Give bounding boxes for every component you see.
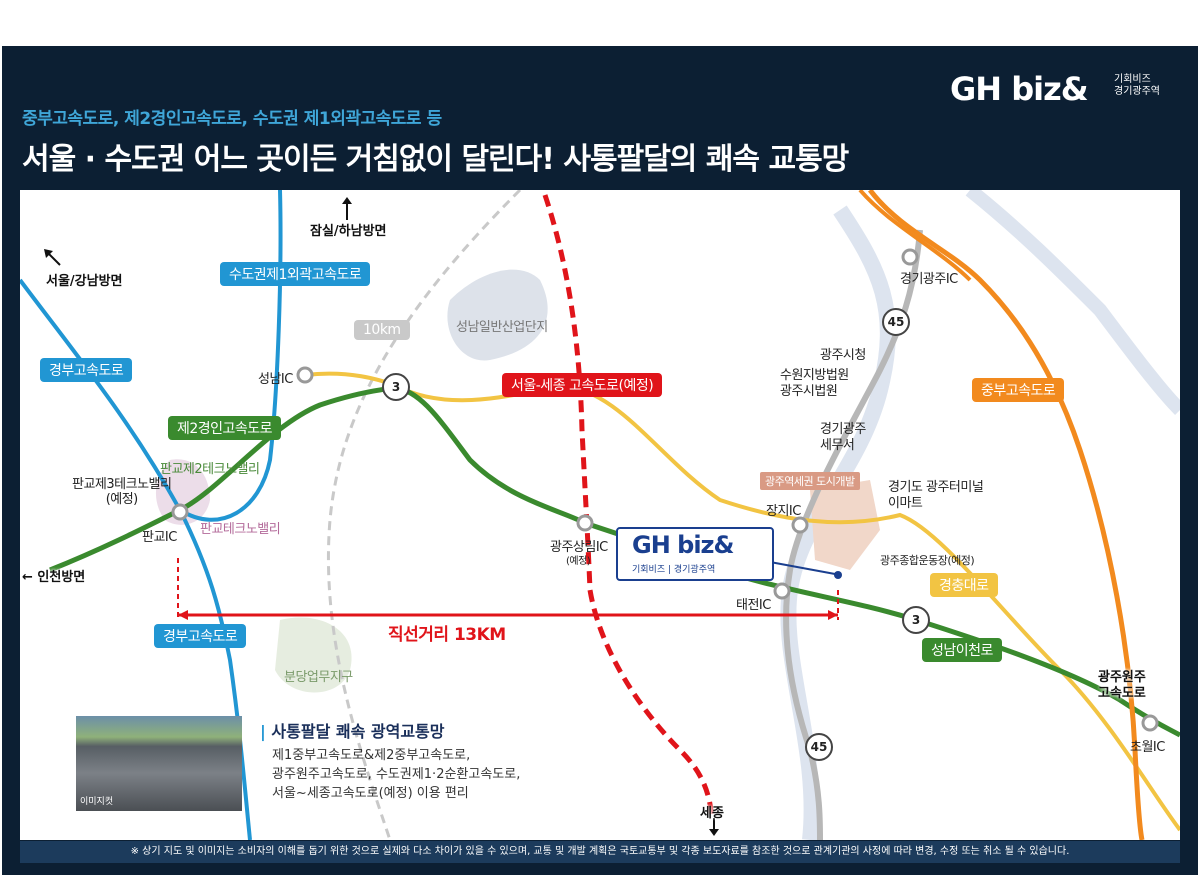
road-label-gyeongbu-bottom: 경부고속도로: [154, 624, 247, 648]
direction-gwangju-wonju-line1: 광주원주: [1098, 670, 1146, 685]
direction-incheon: ← 인천방면: [22, 570, 86, 585]
info-title-text: 사통팔달 쾌속 광역교통망: [271, 722, 445, 741]
label-gwangju-city-hall: 광주시청: [820, 348, 866, 363]
station-area: [810, 480, 880, 570]
label-gyeonggi-gwangju-ic: 경기광주IC: [900, 272, 958, 287]
direction-incheon-label: 인천방면: [37, 570, 86, 585]
logo-text: GH biz&: [950, 70, 1089, 108]
label-tax-office: 경기광주 세무서: [820, 422, 866, 454]
ic-marker-pangyo: [171, 503, 189, 521]
label-pangyo3-line2: (예정): [105, 492, 139, 507]
site-bubble: GH biz& 기회비즈 | 경기광주역: [616, 527, 774, 581]
label-gwangju-sangnim: 광주상림IC: [550, 540, 608, 555]
direction-seoul: 서울/강남방면: [46, 274, 123, 289]
bundang-area: [275, 617, 352, 693]
logo-subtext: 기회비즈 경기광주역: [1114, 74, 1160, 98]
label-terminal: 경기도 광주터미널 이마트: [888, 480, 984, 512]
logo-sub-line2: 경기광주역: [1114, 86, 1160, 97]
label-taejeon-ic: 태전IC: [736, 598, 771, 613]
label-seongnam-industrial: 성남일반산업단지: [456, 320, 548, 335]
label-gwangju-sangnim-note: (예정): [566, 556, 591, 567]
label-pangyo-ic: 판교IC: [142, 530, 177, 545]
label-bundang: 분당업무지구: [284, 670, 353, 685]
pangyo-area: [155, 459, 210, 525]
info-title: | 사통팔달 쾌속 광역교통망: [260, 722, 445, 741]
brand-logo: GH biz& 기회비즈 경기광주역: [950, 70, 1160, 108]
direction-gwangju-wonju: 광주원주 고속도로: [1098, 670, 1146, 702]
disclaimer-footer: ※ 상기 지도 및 이미지는 소비자의 이해를 돕기 위한 것으로 실제와 다소…: [20, 841, 1180, 863]
road-jungbu: [868, 190, 1145, 840]
label-tax-line1: 경기광주: [820, 422, 866, 437]
site-marker: [834, 571, 842, 579]
road-seoul-sejong: [542, 194, 715, 821]
road-number-45-top: 45: [882, 308, 910, 336]
industrial-area: [447, 269, 548, 361]
bubble-sub: 기회비즈 | 경기광주역: [632, 565, 716, 575]
ic-marker-sangnim: [576, 514, 594, 532]
highway-photo: 이미지컷: [76, 716, 242, 811]
arrow-sejong-icon: [709, 818, 719, 836]
road-label-gyeongchung: 경충대로: [930, 573, 998, 597]
photo-caption: 이미지컷: [80, 797, 114, 807]
road-number-45-bottom: 45: [805, 733, 833, 761]
logo-sub-line1: 기회비즈: [1114, 74, 1151, 85]
label-jangji-ic: 장지IC: [766, 504, 801, 519]
road-second-gyeongin: [49, 385, 1180, 738]
header-subtitle: 중부고속도로, 제2경인고속도로, 수도권 제1외곽고속도로 등: [22, 109, 442, 129]
arrow-seoul-icon: [44, 249, 61, 266]
river-upper: [965, 190, 1180, 415]
info-line3: 서울~세종고속도로(예정) 이용 편리: [272, 786, 469, 801]
road-label-gyeongbu-top: 경부고속도로: [40, 358, 133, 382]
radius-10km: [326, 190, 522, 840]
label-court-line2: 광주시법원: [780, 384, 838, 399]
bubble-brand: GH biz&: [632, 531, 734, 559]
ic-marker-taejeon: [773, 582, 791, 600]
distance-bar-line: [177, 558, 839, 620]
road-label-seongnam-icheon: 성남이천로: [922, 638, 1002, 662]
label-court: 수원지방법원 광주시법원: [780, 368, 849, 400]
direction-sejong: 세종: [700, 806, 724, 821]
ic-marker-chowol: [1141, 714, 1159, 732]
label-terminal-line1: 경기도 광주터미널: [888, 480, 984, 495]
info-line1: 제1중부고속도로&제2중부고속도로,: [272, 748, 471, 763]
info-body: 제1중부고속도로&제2중부고속도로, 광주원주고속도로, 수도권제1·2순환고속…: [272, 746, 520, 803]
road-label-seoul-sejong: 서울-세종 고속도로(예정): [502, 373, 663, 397]
road-label-second-gyeongin: 제2경인고속도로: [168, 416, 282, 440]
road-number-3-top: 3: [382, 373, 410, 401]
direction-gwangju-wonju-line2: 고속도로: [1098, 686, 1146, 701]
label-chowol-ic: 초월IC: [1130, 740, 1165, 755]
bubble-pointer: [769, 561, 836, 575]
distance-label: 직선거리 13KM: [388, 625, 506, 645]
header-title: 서울 · 수도권 어느 곳이든 거침없이 달린다! 사통팔달의 쾌속 교통망: [22, 142, 849, 177]
label-tax-line2: 세무서: [820, 438, 855, 453]
road-label-jungbu: 중부고속도로: [972, 378, 1065, 402]
label-sports: 광주종합운동장(예정): [880, 554, 975, 567]
arrow-jamsil-icon: [342, 197, 352, 220]
label-court-line1: 수원지방법원: [780, 368, 849, 383]
direction-jamsil: 잠실/하남방면: [310, 224, 387, 239]
road-label-capital-ring: 수도권제1외곽고속도로: [220, 262, 371, 286]
location-map: 잠실/하남방면 서울/강남방면 ← 인천방면 세종 광주원주 고속도로 수도권제…: [20, 190, 1180, 840]
label-station-dev: 광주역세권 도시개발: [760, 472, 860, 490]
road-number-3-right: 3: [902, 606, 930, 634]
label-pangyo3: 판교제3테크노밸리 (예정): [72, 477, 172, 507]
label-10km: 10km: [354, 320, 410, 340]
ic-marker-jangji: [791, 516, 809, 534]
label-pangyo2: 판교제2테크노밸리: [160, 462, 260, 477]
ic-marker-gyeonggi-gwangju: [901, 248, 919, 266]
label-pangyo3-line1: 판교제3테크노밸리: [72, 477, 172, 492]
ic-marker-seongnam: [296, 366, 314, 384]
label-seongnam-ic: 성남IC: [258, 372, 293, 387]
info-line2: 광주원주고속도로, 수도권제1·2순환고속도로,: [272, 767, 521, 782]
label-terminal-line2: 이마트: [888, 496, 923, 511]
label-pangyo-techno: 판교테크노밸리: [200, 522, 281, 537]
road-jungbu-2: [858, 190, 972, 282]
